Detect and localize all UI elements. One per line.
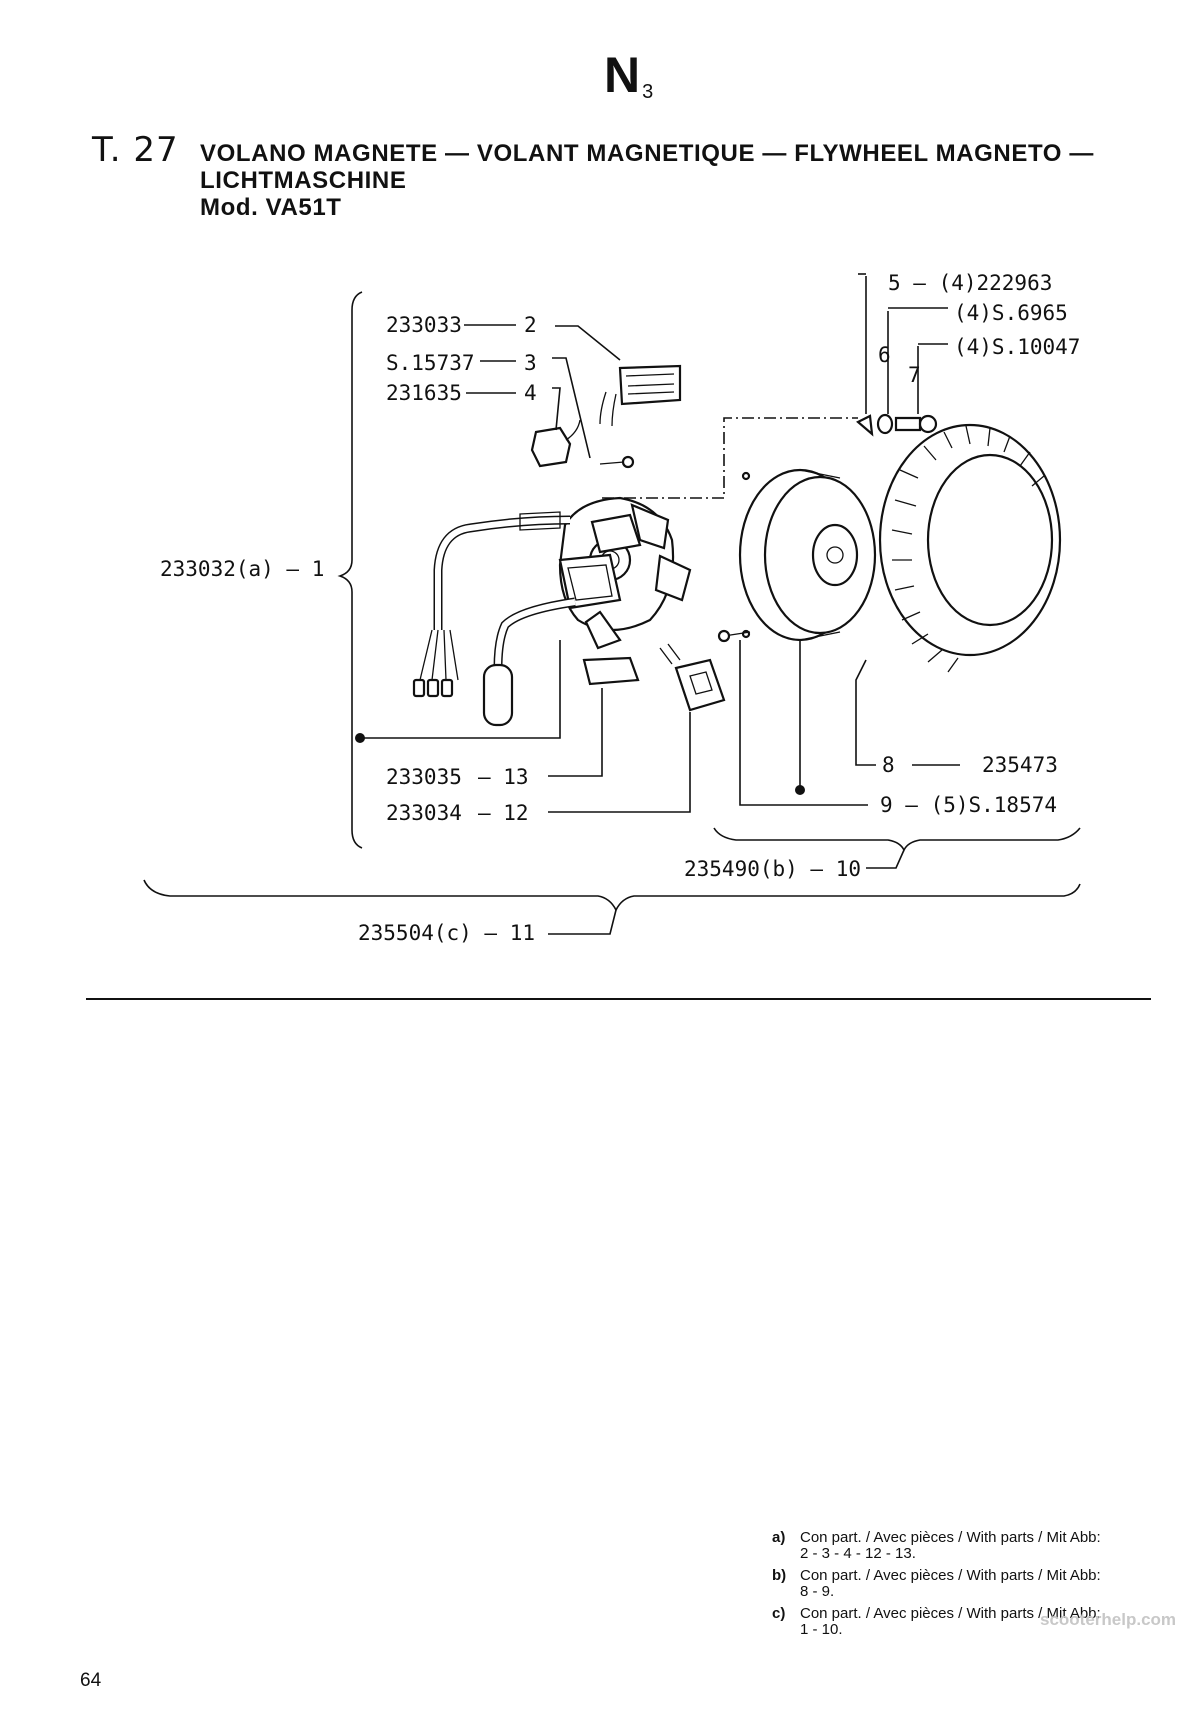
callout-part-12-num: — 12 (478, 801, 529, 825)
footnote-key: a) (772, 1529, 786, 1546)
condenser-part-4 (530, 419, 581, 468)
screw-part-9 (717, 629, 751, 643)
footnote-text: Con part. / Avec pièces / With parts / M… (800, 1567, 1101, 1584)
leader-8 (855, 659, 876, 766)
pole-shoe-part-13 (582, 656, 640, 686)
callout-part-13-code: 233035 (386, 765, 462, 789)
title-line-2: LICHTMASCHINE (200, 167, 407, 194)
title-line-1: VOLANO MAGNETE — VOLANT MAGNETIQUE — FLY… (200, 140, 1094, 167)
callout-part-3-num: 3 (524, 351, 537, 375)
washer-bolt-parts-5-6-7 (856, 413, 938, 437)
stator-assembly (412, 496, 692, 727)
section-letter: N (604, 47, 641, 103)
screw-part-3 (599, 455, 635, 469)
callout-part-7-code: (4)S.10047 (954, 335, 1080, 359)
leader-10-dot (795, 785, 805, 795)
brace-part-11 (143, 879, 1081, 912)
callout-part-8-code: 235473 (982, 753, 1058, 777)
leader-4 (552, 387, 561, 431)
footnote-key: b) (772, 1567, 787, 1584)
page-number: 64 (80, 1670, 102, 1691)
leader-2 (555, 325, 621, 361)
leader-11 (548, 909, 617, 935)
footnote-parts: 2 - 3 - 4 - 12 - 13. (800, 1545, 916, 1562)
lighting-coil-part-2 (599, 364, 682, 427)
callout-part-2-code: 233033 (386, 313, 462, 337)
title-line-3: Mod. VA51T (200, 194, 342, 221)
callout-part-12-code: 233034 (386, 801, 462, 825)
ignition-coil-part-12 (659, 643, 726, 712)
footnote-text: Con part. / Avec pièces / With parts / M… (800, 1529, 1101, 1546)
watermark: scooterhelp.com (1040, 1610, 1177, 1629)
callout-part-6-num: 6 (878, 343, 891, 367)
footnotes: a) Con part. / Avec pièces / With parts … (772, 1530, 1192, 1644)
section-divider (86, 998, 1151, 1000)
leader-12 (548, 712, 691, 813)
table-number: T. 27 (92, 130, 179, 170)
dash-dot-guide (602, 417, 858, 499)
callout-part-10: 235490(b) — 10 (684, 857, 861, 881)
leader-10 (866, 849, 905, 869)
callout-part-5: 5 — (4)222963 (888, 271, 1052, 295)
callout-part-9: 9 — (5)S.18574 (880, 793, 1057, 817)
footnote-parts: 1 - 10. (800, 1621, 843, 1638)
callout-part-13-num: — 13 (478, 765, 529, 789)
callout-part-1: 233032(a) — 1 (160, 557, 324, 581)
leader-13 (548, 688, 603, 777)
footnote-key: c) (772, 1605, 786, 1622)
leader-1-dot (355, 733, 365, 743)
footnote-a: a) Con part. / Avec pièces / With parts … (772, 1530, 1192, 1562)
callout-part-3-code: S.15737 (386, 351, 475, 375)
footnote-text: Con part. / Avec pièces / With parts / M… (800, 1605, 1101, 1622)
leader-9 (739, 640, 868, 806)
callout-part-2-num: 2 (524, 313, 537, 337)
callout-part-4-code: 231635 (386, 381, 462, 405)
flywheel-part-10 (738, 468, 877, 642)
brace-part-1 (337, 291, 363, 849)
fan-cowl-part-8 (878, 423, 1062, 673)
callout-part-7-num: 7 (908, 363, 921, 387)
exploded-parts-diagram: 233032(a) — 1 233033 2 S.15737 3 231635 … (143, 271, 1081, 945)
brace-part-10 (713, 827, 1081, 852)
section-subscript: 3 (642, 81, 654, 103)
callout-part-4-num: 4 (524, 381, 537, 405)
callout-part-8-num: 8 (882, 753, 895, 777)
footnote-b: b) Con part. / Avec pièces / With parts … (772, 1568, 1192, 1600)
leader-3 (552, 357, 591, 459)
footnote-c: c) Con part. / Avec pièces / With parts … (772, 1606, 1192, 1638)
callout-part-6-code: (4)S.6965 (954, 301, 1068, 325)
page-title: VOLANO MAGNETE — VOLANT MAGNETIQUE — FLY… (200, 140, 1160, 221)
leader-1 (360, 640, 561, 739)
footnote-parts: 8 - 9. (800, 1583, 835, 1600)
callout-part-11: 235504(c) — 11 (358, 921, 535, 945)
